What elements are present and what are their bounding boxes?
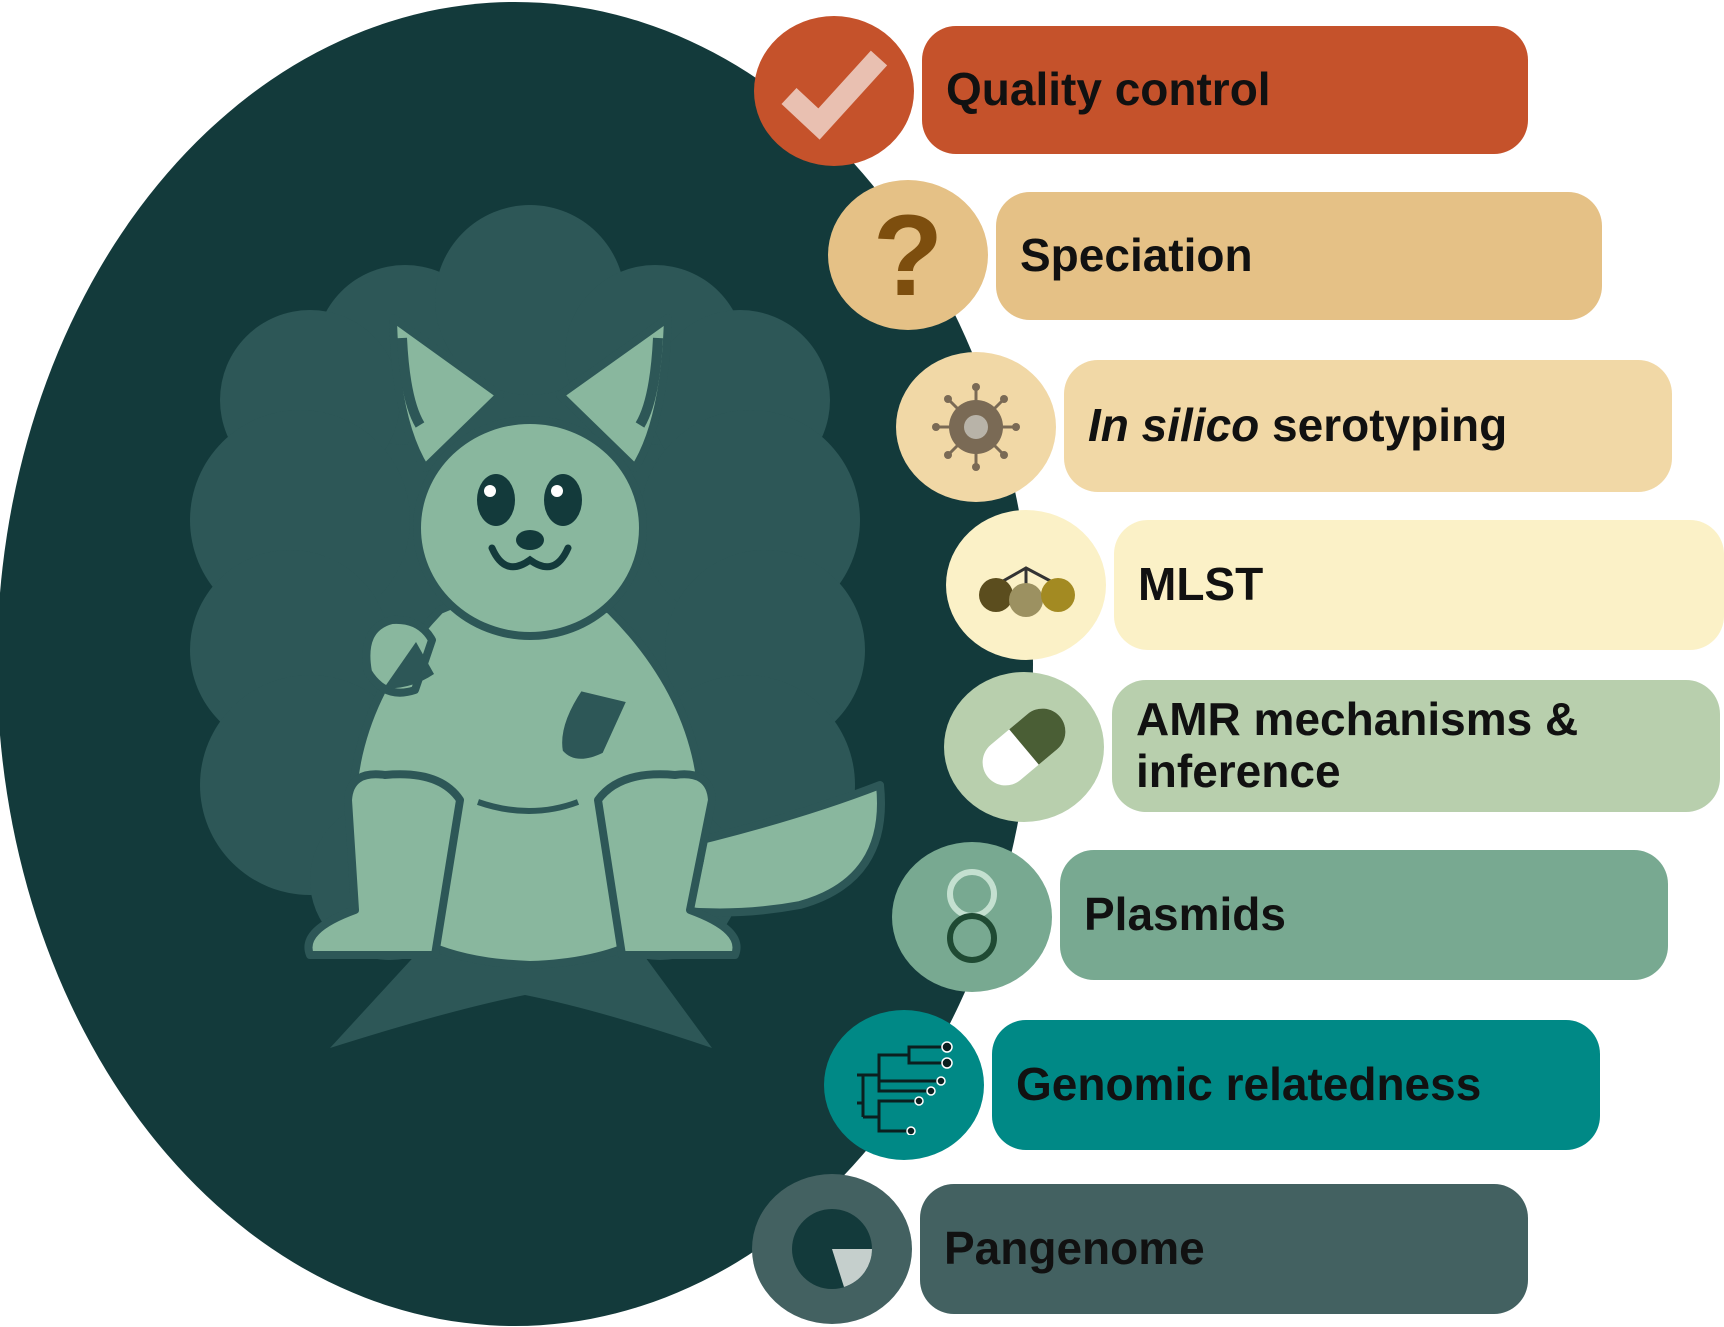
allele-dots-icon <box>979 566 1075 617</box>
module-pill-relatedness: Genomic relatedness <box>992 1020 1600 1150</box>
module-label-mlst: MLST <box>1138 558 1264 611</box>
module-pill-pangenome: Pangenome <box>920 1184 1528 1314</box>
module-label-serotyping: In silico serotyping <box>1088 399 1508 452</box>
module-badge-relatedness <box>824 1010 984 1160</box>
module-label-plasmids: Plasmids <box>1084 888 1286 941</box>
module-badge-pangenome <box>752 1174 912 1324</box>
module-pill-amr: AMR mechanisms & inference <box>1112 680 1720 812</box>
module-label-relatedness: Genomic relatedness <box>1016 1058 1482 1111</box>
module-badge-qc <box>754 16 914 166</box>
question-mark-icon: ? <box>873 200 943 310</box>
module-label-speciation: Speciation <box>1020 229 1253 282</box>
svg-text:?: ? <box>873 200 943 310</box>
module-badge-plasmids <box>892 842 1052 992</box>
pie-slice-icon <box>792 1209 872 1289</box>
kangaroo-mascot-icon <box>304 314 885 969</box>
module-label-serotyping-italic: In silico <box>1088 399 1260 452</box>
module-pill-speciation: Speciation <box>996 192 1602 320</box>
module-pill-qc: Quality control <box>922 26 1528 154</box>
module-label-serotyping-rest: serotyping <box>1259 399 1508 452</box>
module-label-pangenome: Pangenome <box>944 1222 1205 1275</box>
module-pill-plasmids: Plasmids <box>1060 850 1668 980</box>
checkmark-icon <box>781 50 888 140</box>
phylogenetic-tree-icon <box>857 1041 953 1135</box>
module-pill-mlst: MLST <box>1114 520 1724 650</box>
module-label-qc: Quality control <box>946 63 1271 116</box>
pill-capsule-icon <box>982 708 1066 786</box>
module-pill-serotyping: In silico serotyping <box>1064 360 1672 492</box>
module-badge-amr <box>944 672 1104 822</box>
virus-icon <box>932 383 1020 471</box>
plasmid-rings-icon <box>947 869 997 963</box>
module-badge-serotyping <box>896 352 1056 502</box>
module-badge-speciation: ? <box>828 180 988 330</box>
module-label-amr: AMR mechanisms & inference <box>1136 693 1579 797</box>
module-badge-mlst <box>946 510 1106 660</box>
mascot-face <box>477 474 582 571</box>
